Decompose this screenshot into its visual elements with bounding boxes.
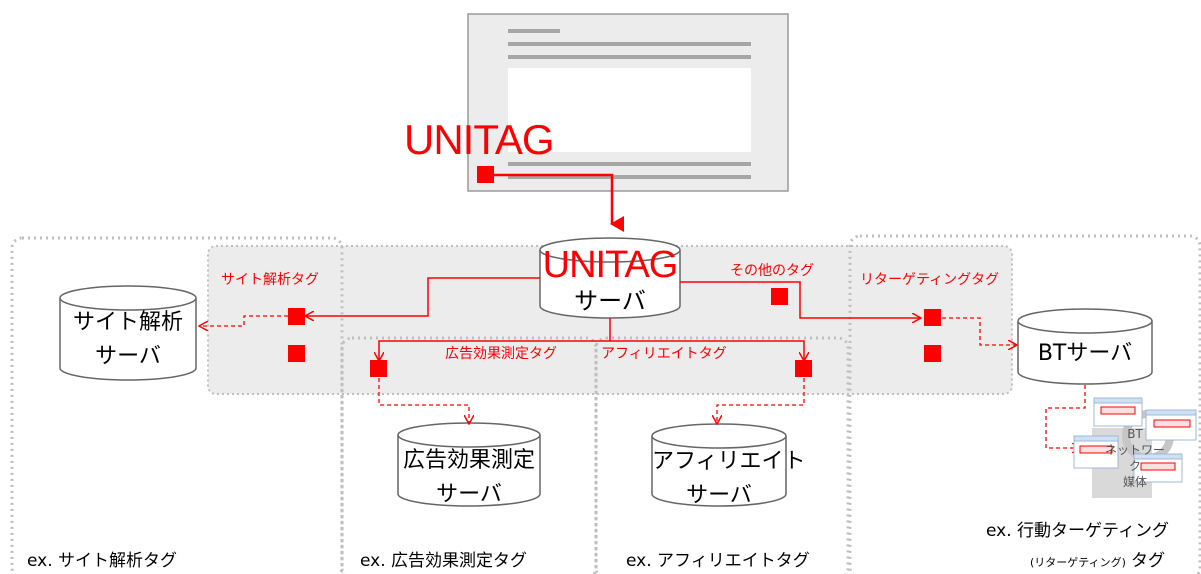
other-tag-marker: [771, 288, 788, 305]
line-to-site-tag: [306, 277, 540, 316]
ad-effect-server-line1: 広告効果測定: [402, 448, 535, 473]
bt-server-cylinder: [1017, 308, 1153, 385]
caption-ad-effect: ex. 広告効果測定タグ: [360, 551, 528, 571]
caption-bt-small: (リターゲティング): [1030, 556, 1126, 569]
site-analysis-server-label: サイト解析 サーバ: [60, 306, 196, 374]
site-tag-marker-2: [288, 345, 305, 362]
unitag-server-title: UNITAG: [542, 244, 679, 286]
bt-network-line4: 媒体: [1122, 475, 1147, 489]
site-analysis-tag-label: サイト解析タグ: [221, 272, 319, 288]
other-tag-label: その他のタグ: [730, 263, 814, 279]
dashed-affiliate: [717, 378, 805, 423]
ad-effect-server-line2: サーバ: [436, 482, 502, 507]
dashed-bt: [942, 317, 1016, 345]
site-analysis-server-line1: サイト解析: [72, 310, 183, 335]
caption-bt-line2: (リターゲティング) タグ: [1030, 546, 1165, 571]
ad-effect-server-cylinder: [397, 422, 541, 507]
retargeting-tag-label: リターゲティングタグ: [860, 272, 1000, 288]
web-page-mock: [467, 13, 789, 192]
affiliate-tag-marker: [795, 360, 812, 377]
site-tag-marker: [288, 308, 305, 325]
dashed-site: [200, 315, 288, 326]
site-analysis-server-cylinder: [59, 285, 197, 381]
caption-site-analysis: ex. サイト解析タグ: [27, 551, 178, 571]
bt-network-cluster: [1073, 397, 1197, 498]
caption-affiliate: ex. アフィリエイトタグ: [626, 551, 810, 571]
unitag-label: UNITAG: [404, 116, 555, 163]
unitag-server-label: UNITAG サーバ: [540, 244, 680, 316]
page-to-server-arrow: [490, 173, 624, 232]
affiliate-server-line2: サーバ: [686, 483, 752, 508]
bt-tag-marker: [924, 309, 941, 326]
dashed-ad: [378, 378, 469, 423]
caption-bt-line1: ex. 行動ターゲティング: [986, 521, 1170, 541]
bt-network-line2: ネットワー: [1104, 443, 1165, 457]
panel-retargeting: [848, 234, 1201, 574]
ad-effect-server-label: 広告効果測定 サーバ: [398, 444, 540, 512]
affiliate-server-cylinder: [651, 423, 787, 507]
bt-server-label: BTサーバ: [1037, 341, 1133, 366]
panel-site-analysis: [10, 236, 344, 574]
panel-affiliate: [594, 336, 850, 574]
affiliate-server-line1: アフィリエイト: [652, 449, 806, 474]
caption-bt-tag: タグ: [1131, 551, 1166, 571]
bt-network-line1: BT: [1127, 427, 1143, 441]
bt-network-line3: ク: [1128, 459, 1141, 473]
affiliate-tag-label: アフィリエイトタグ: [601, 346, 727, 362]
site-analysis-server-line2: サーバ: [95, 344, 161, 369]
affiliate-server-label: アフィリエイト サーバ: [652, 445, 806, 513]
ad-tag-marker: [370, 360, 387, 377]
dashed-bt-network: [1045, 385, 1086, 448]
line-to-affiliate-tag: [610, 340, 804, 360]
unitag-tag-marker: [477, 166, 494, 183]
bt-network-label: BT ネットワー ク 媒体: [1096, 426, 1174, 490]
ad-effect-tag-label: 広告効果測定タグ: [445, 346, 557, 362]
unitag-server-subtitle: サーバ: [574, 287, 646, 315]
line-to-bt-tag: [680, 281, 920, 318]
line-to-ad-tag: [379, 340, 610, 360]
unitag-server-cylinder: [539, 237, 681, 319]
bt-tag-marker-2: [924, 345, 941, 362]
